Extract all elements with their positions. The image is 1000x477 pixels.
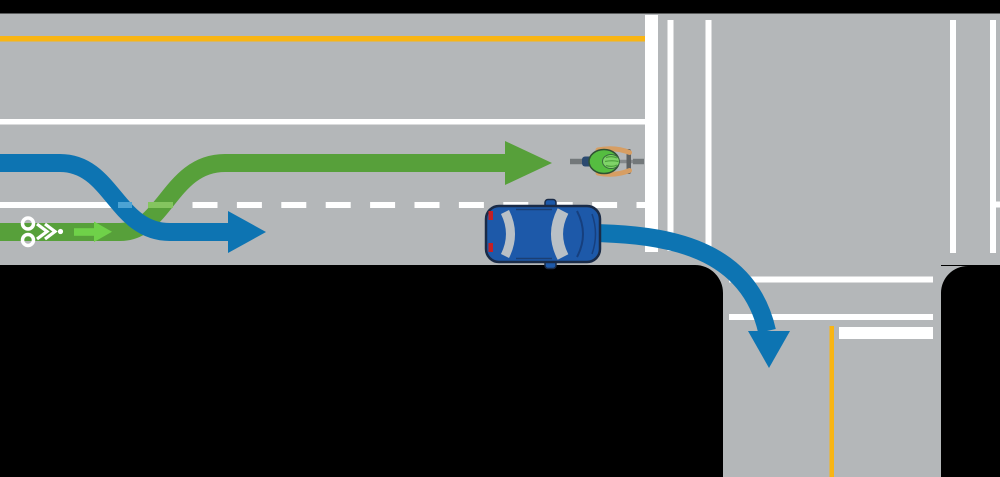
car-taillight-top bbox=[488, 211, 493, 220]
bike-symbol-chevron-2 bbox=[44, 222, 58, 241]
painted-arrow-shaft bbox=[74, 228, 94, 236]
side-street-crosswalk-line-2 bbox=[729, 314, 933, 320]
side-street-corner-left bbox=[695, 265, 723, 293]
yellow-markings bbox=[0, 36, 834, 477]
crosswalk-near-line-1 bbox=[667, 20, 674, 251]
bicyclist-path-arrowhead bbox=[505, 141, 552, 185]
lane-line-dashed-solid-start bbox=[0, 202, 118, 208]
crosswalk-far-line-1 bbox=[950, 20, 956, 253]
rider-helmet-vents bbox=[604, 156, 619, 167]
car-windshield bbox=[551, 208, 569, 260]
intersection-stop-line bbox=[645, 15, 658, 252]
side-street-stop-bar bbox=[839, 327, 933, 339]
top-border-strip bbox=[0, 0, 1000, 14]
lane-line-solid bbox=[0, 119, 646, 125]
motorist-merge-arrowhead bbox=[228, 211, 266, 253]
main-road-center-line-yellow bbox=[0, 36, 645, 42]
car bbox=[484, 198, 602, 270]
bike-symbol-chevron-1 bbox=[36, 222, 50, 241]
motorist-merge-path bbox=[0, 154, 230, 241]
side-street-crosswalk-line-1 bbox=[729, 276, 933, 283]
car-roof-seams bbox=[516, 208, 552, 260]
car-taillight-bottom bbox=[488, 243, 493, 252]
car-body bbox=[484, 204, 602, 264]
crosswalk-far-line-2 bbox=[990, 20, 996, 253]
motorist-turn-path bbox=[589, 224, 776, 334]
bicyclist bbox=[570, 146, 644, 177]
crosswalk-near-line-2 bbox=[705, 20, 712, 251]
car-bumper-line bbox=[591, 213, 597, 255]
bike-lane-painted-arrow bbox=[74, 221, 112, 242]
bike-symbol-wheel-1 bbox=[20, 216, 36, 231]
dash-tint-blue bbox=[118, 202, 132, 208]
bike-lane-symbol bbox=[20, 216, 64, 248]
bike-symbol-wheel-2 bbox=[20, 232, 36, 248]
bicyclist-through-path bbox=[0, 154, 507, 241]
side-street-corner-right bbox=[941, 266, 968, 293]
rider-helmet bbox=[602, 154, 620, 169]
painted-arrow-head bbox=[94, 221, 112, 242]
bike-handlebar bbox=[626, 149, 631, 174]
motorist-turn-arrowhead bbox=[748, 331, 790, 368]
car-hood-line bbox=[576, 210, 584, 258]
side-street-center-line-yellow bbox=[829, 326, 834, 477]
bike-symbol-dot bbox=[57, 228, 64, 235]
white-markings bbox=[0, 15, 1000, 339]
car-rear-window bbox=[500, 209, 515, 259]
dash-tint-green bbox=[148, 202, 173, 208]
